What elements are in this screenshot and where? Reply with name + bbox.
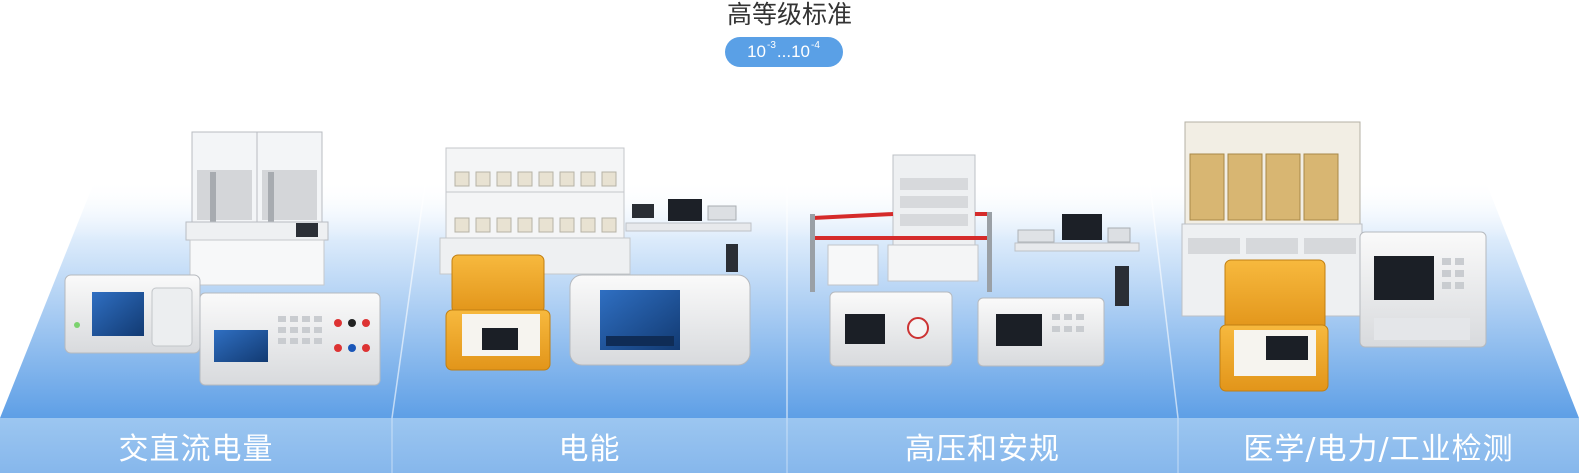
accuracy-badge: 10-3...10-4 xyxy=(725,37,843,67)
category-energy[interactable]: 电能 xyxy=(558,431,621,467)
badge-base-1: 10 xyxy=(747,42,766,61)
badge-separator: ... xyxy=(776,42,792,61)
badge-exponent-2: -4 xyxy=(811,39,820,51)
product-group-medical-industrial xyxy=(1181,121,1487,392)
category-hv-safety[interactable]: 高压和安规 xyxy=(905,431,1060,467)
product-group-acdc xyxy=(64,131,381,386)
page-title: 高等级标准 xyxy=(726,0,852,29)
floor-divider xyxy=(1149,184,1179,419)
category-acdc[interactable]: 交直流电量 xyxy=(118,431,274,467)
category-medical-industrial[interactable]: 医学/电力/工业检测 xyxy=(1243,431,1514,467)
badge-base-2: 10 xyxy=(791,42,810,61)
product-group-energy xyxy=(439,147,752,371)
product-group-hv-safety xyxy=(810,154,1140,367)
floor-divider xyxy=(391,184,426,419)
label-band xyxy=(0,418,1579,473)
badge-exponent-1: -3 xyxy=(767,39,776,51)
